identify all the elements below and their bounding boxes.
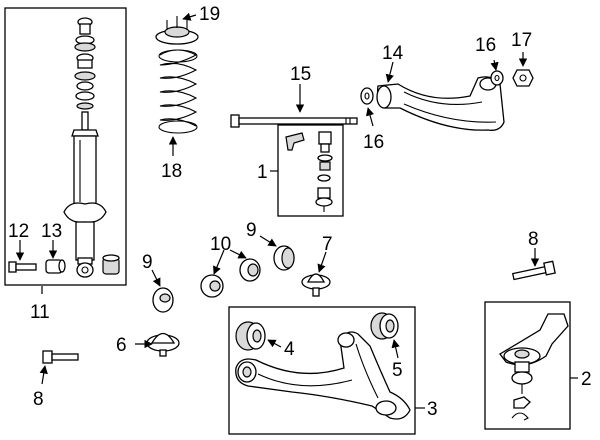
callout-6: 6 — [116, 335, 127, 356]
upper-arm-nut — [512, 69, 534, 87]
callout-19: 19 — [199, 4, 220, 25]
callout-10: 10 — [210, 234, 231, 255]
callout-13: 13 — [41, 221, 62, 242]
lower-ball-joint — [499, 313, 569, 394]
callout-5: 5 — [392, 360, 403, 381]
callout-12: 12 — [8, 221, 29, 242]
cotter-pin — [511, 412, 529, 421]
shock-lower-bushing — [102, 254, 120, 275]
shock-mount-washers — [74, 17, 96, 110]
callout-numbers: 19 18 15 14 16 16 17 1 12 13 11 9 9 10 7… — [8, 4, 592, 420]
callout-9-left: 9 — [142, 252, 153, 273]
upper-arm-washer-right — [490, 70, 504, 86]
bushing-left — [152, 287, 174, 313]
bushing-pair — [200, 258, 261, 298]
upper-arm-washer-left — [360, 87, 374, 105]
leader-lines — [15, 12, 578, 409]
lower-arm-bushing-left — [235, 321, 266, 351]
lower-control-arm-group — [228, 306, 416, 435]
upper-spring-mount — [155, 16, 199, 45]
stopper-bumper — [301, 273, 331, 297]
lower-arm-bushing-right — [370, 312, 399, 340]
castle-nut — [513, 396, 531, 409]
lower-control-arm — [235, 331, 411, 420]
callout-4: 4 — [284, 339, 295, 360]
lower-ball-joint-group — [484, 301, 571, 430]
ball-joint-kit — [277, 124, 344, 217]
lower-ball-joint-frame — [484, 301, 571, 430]
callout-8-left: 8 — [33, 389, 44, 410]
callout-9-right: 9 — [246, 220, 257, 241]
callout-18: 18 — [161, 161, 182, 182]
lower-bumper — [146, 332, 180, 357]
upper-arm-bolt — [230, 114, 358, 128]
callout-11: 11 — [30, 302, 50, 323]
callout-17: 17 — [511, 30, 532, 51]
callout-16-upper: 16 — [475, 35, 496, 56]
upper-control-arm — [376, 76, 505, 131]
callout-8-right: 8 — [528, 229, 539, 250]
coil-spring — [158, 49, 198, 134]
shock-absorber-group — [4, 7, 127, 286]
callout-2: 2 — [581, 369, 592, 390]
lower-control-arm-frame — [228, 306, 416, 435]
bushing-upper-right — [273, 245, 295, 271]
callout-14: 14 — [382, 43, 404, 64]
shock-bolt — [8, 261, 37, 273]
bolt-lower-left — [42, 350, 79, 364]
callout-7: 7 — [322, 234, 333, 255]
callout-16-lower: 16 — [363, 132, 384, 153]
bolt-right — [511, 260, 556, 281]
shock-bushing — [45, 259, 66, 274]
shock-absorber-frame — [4, 7, 127, 286]
shock-absorber — [63, 111, 107, 278]
callout-1: 1 — [257, 162, 268, 183]
callout-15: 15 — [290, 64, 311, 85]
callout-3: 3 — [427, 399, 438, 420]
